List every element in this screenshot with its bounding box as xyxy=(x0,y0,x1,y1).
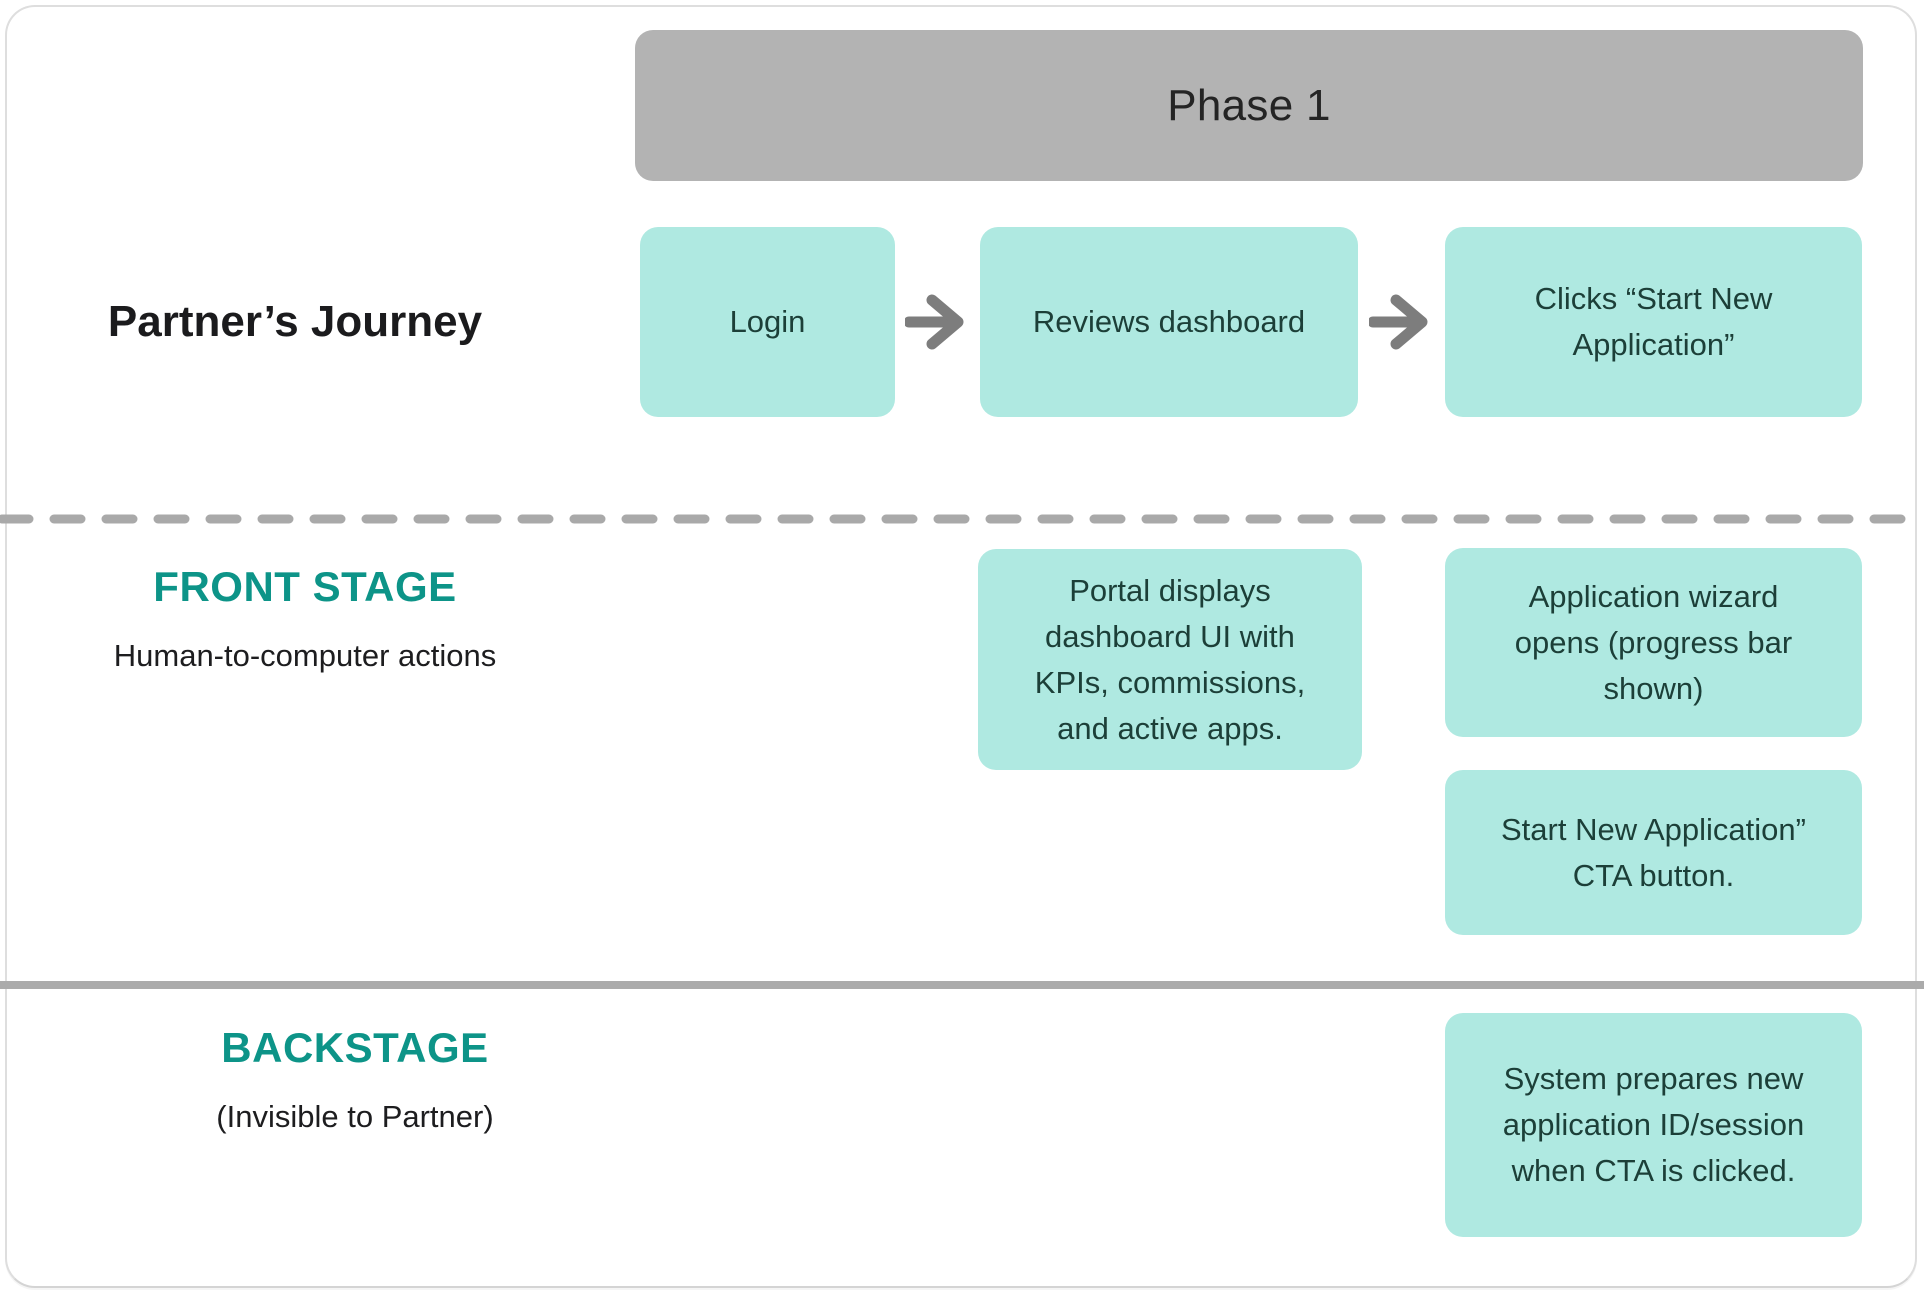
backstage-divider-solid xyxy=(0,981,1924,989)
journey-row-label: Partner’s Journey xyxy=(107,297,483,346)
backstage-title: BACKSTAGE xyxy=(221,1024,489,1071)
backstage-subtitle: (Invisible to Partner) xyxy=(216,1099,494,1134)
front-stage-divider-dashed xyxy=(0,514,1924,524)
front-stage-subtitle: Human-to-computer actions xyxy=(113,638,497,673)
journey-step-clicks-start-new-application: Clicks “Start New Application” xyxy=(1445,227,1862,417)
front-stage-note-portal-dashboard: Portal displays dashboard UI with KPIs, … xyxy=(978,549,1362,770)
phase-header: Phase 1 xyxy=(635,30,1863,181)
backstage-note-system-prepares-session: System prepares new application ID/sessi… xyxy=(1445,1013,1862,1237)
journey-step-login: Login xyxy=(640,227,895,417)
journey-step-reviews-dashboard: Reviews dashboard xyxy=(980,227,1358,417)
arrow-right-icon xyxy=(905,294,964,350)
backstage-label: BACKSTAGE (Invisible to Partner) xyxy=(40,1023,670,1135)
front-stage-label: FRONT STAGE Human-to-computer actions xyxy=(40,562,570,674)
front-stage-note-application-wizard: Application wizard opens (progress bar s… xyxy=(1445,548,1862,737)
arrow-right-icon xyxy=(1369,294,1428,350)
front-stage-title: FRONT STAGE xyxy=(153,563,457,610)
front-stage-note-cta-button: Start New Application” CTA button. xyxy=(1445,770,1862,935)
